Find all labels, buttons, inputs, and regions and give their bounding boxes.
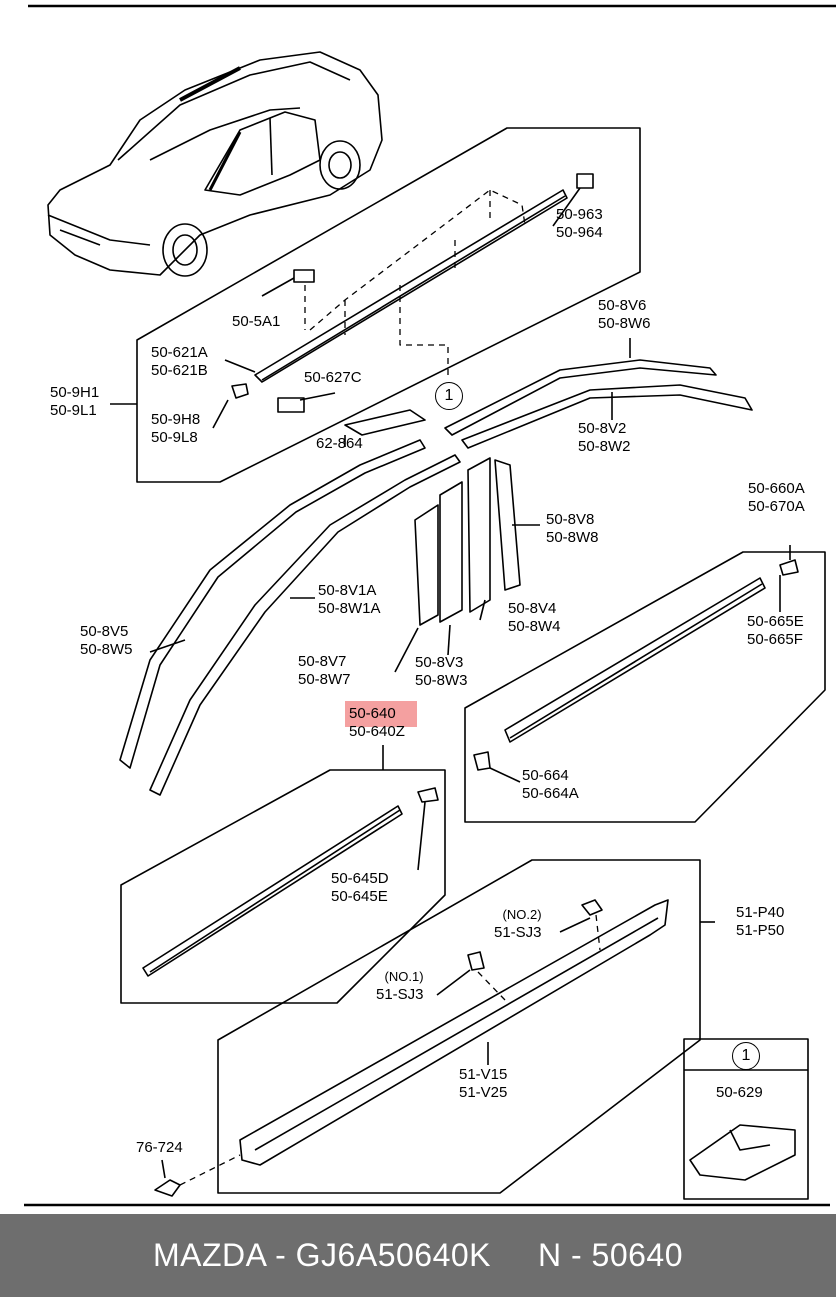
reference-circle-1-inset: 1	[732, 1042, 760, 1070]
footer-reference-number: N - 50640	[537, 1237, 683, 1273]
footer-part-number: MAZDA - GJ6A50640K	[152, 1237, 492, 1273]
callout-51-sj3-no1: (NO.1)51-SJ3	[376, 969, 424, 1003]
car-illustration	[47, 51, 383, 277]
reference-circle-1: 1	[435, 382, 463, 410]
footer-bar: MAZDA - GJ6A50640K N - 50640	[0, 1214, 836, 1297]
callout-50-5a1: 50-5A1	[232, 313, 281, 330]
callout-76-724: 76-724	[136, 1139, 183, 1156]
callout-50-627c: 50-627C	[304, 369, 362, 386]
footer-text: MAZDA - GJ6A50640K N - 50640	[0, 1214, 836, 1297]
callout-62-864: 62-864	[316, 435, 363, 452]
highlight-50-640	[345, 701, 417, 727]
callout-50-629: 50-629	[716, 1084, 763, 1101]
callout-51-sj3-no2: (NO.2)51-SJ3	[494, 907, 542, 941]
